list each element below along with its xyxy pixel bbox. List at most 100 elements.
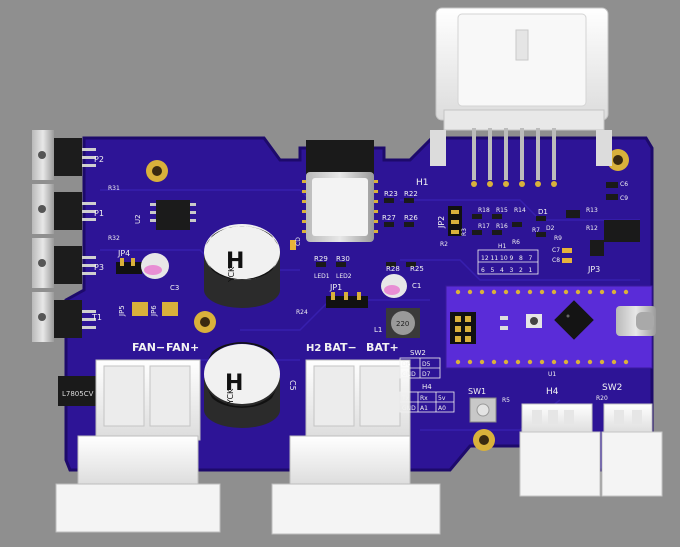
sw2-table-cell: D5	[422, 361, 431, 368]
h1-pin-cell: 11	[491, 255, 499, 262]
label-d2: D2	[546, 225, 555, 232]
h4-table-cell: 5v	[438, 395, 446, 402]
label-c5: C5	[288, 380, 297, 391]
sw2-table-cell: D6	[402, 361, 411, 368]
h1-pin-cell: 6	[481, 267, 485, 274]
h1-pin-cell: 9	[510, 255, 514, 262]
label-c6: C6	[620, 181, 628, 188]
label-fan-minus: FAN−	[132, 341, 165, 354]
label-c1: C1	[412, 282, 421, 290]
h4-table-cell: A0	[438, 405, 446, 412]
label-sw2: SW2	[602, 383, 622, 393]
label-r15: R15	[496, 207, 508, 214]
label-r12: R12	[586, 225, 598, 232]
label-sw1: SW1	[468, 387, 486, 396]
label-bat-plus: BAT+	[366, 341, 399, 354]
label-r14: R14	[514, 207, 526, 214]
label-r18: R18	[478, 207, 490, 214]
fan-connector-housing	[55, 359, 221, 533]
h1-pin-cell: 4	[500, 267, 504, 274]
h4-table-cell: A1	[420, 405, 428, 412]
label-c9: C9	[620, 195, 628, 202]
h4-table-cell: Tx	[401, 395, 410, 402]
label-r29: R29	[314, 255, 328, 263]
h1-pin-cell: 3	[510, 267, 514, 274]
label-p1: P1	[94, 209, 104, 218]
arduino-nano	[445, 285, 656, 369]
label-r20: R20	[596, 395, 608, 402]
h1-pin-cell: 12	[481, 255, 489, 262]
esp-module	[302, 140, 378, 242]
label-jp6: JP6	[150, 305, 158, 317]
sw2-table	[399, 357, 441, 379]
label-r27: R27	[382, 214, 396, 222]
h1-pin-cell: 8	[519, 255, 523, 262]
to220-transistors	[32, 130, 96, 342]
jp6-pad	[162, 302, 178, 316]
label-r5: R5	[502, 397, 510, 404]
label-h4: H4	[546, 387, 559, 397]
label-d1: D1	[538, 208, 548, 216]
h1-pin-cell: 2	[519, 267, 523, 274]
h1-connector	[430, 7, 612, 187]
smd-capacitors	[290, 240, 572, 263]
label-p2: P2	[94, 155, 104, 164]
h1-table-title: H1	[498, 243, 507, 250]
sw2-table-cell: D7	[422, 371, 431, 378]
label-fan-plus: FAN+	[166, 341, 199, 354]
label-u1: U1	[548, 371, 556, 378]
regulator-smd	[604, 220, 640, 242]
large-capacitor-top	[204, 224, 280, 308]
label-r31: R31	[108, 185, 120, 192]
label-h2: H2	[306, 343, 321, 354]
label-r16: R16	[496, 223, 508, 230]
label-jp1: JP1	[329, 283, 342, 292]
label-h4-table: H4	[422, 383, 432, 391]
regulator-l7805	[58, 376, 100, 406]
smd-resistors	[316, 198, 580, 267]
inductor-value: 220	[396, 320, 409, 328]
label-r9: R9	[554, 235, 562, 242]
h1-pin-cell: 1	[529, 267, 533, 274]
label-led2: LED2	[336, 273, 352, 280]
label-sw2-table: SW2	[410, 349, 426, 357]
label-led1: LED1	[314, 273, 330, 280]
label-c3: C3	[170, 284, 179, 292]
regulator-label: L7805CV	[62, 390, 94, 398]
cap-bottom-brand: YCK	[226, 388, 235, 405]
label-r3: R3	[461, 228, 468, 236]
label-c7: C7	[552, 247, 560, 254]
jp4-header	[116, 262, 142, 274]
label-jp4: JP4	[117, 249, 130, 258]
h1-pin-cell: 5	[491, 267, 495, 274]
h1-pin-table	[477, 249, 539, 275]
label-bat-minus: BAT−	[324, 341, 357, 354]
label-r28: R28	[386, 265, 400, 273]
label-r6: R6	[512, 239, 520, 246]
cap-bottom-mark: H	[225, 371, 243, 396]
battery-connector-housing	[271, 359, 441, 535]
large-capacitor-bottom	[204, 342, 280, 428]
label-r25: R25	[410, 265, 424, 273]
jp5-pad	[132, 302, 148, 316]
cap-top-mark: H	[226, 249, 244, 274]
label-r2: R2	[440, 241, 448, 248]
h1-pin-cell: 7	[529, 255, 533, 262]
mounting-holes	[146, 149, 629, 451]
label-c8: C8	[552, 257, 560, 264]
sw2-table-cell: GND	[402, 371, 416, 378]
label-t1: T1	[91, 313, 102, 322]
label-r24: R24	[296, 309, 308, 316]
h4-connector	[519, 403, 601, 497]
label-r32: R32	[108, 235, 120, 242]
label-r22: R22	[404, 190, 418, 198]
label-r7: R7	[532, 227, 540, 234]
label-r26: R26	[404, 214, 418, 222]
cap-top-brand: YCK	[227, 266, 236, 283]
label-l1: L1	[374, 326, 382, 334]
sw2-connector	[601, 403, 663, 497]
